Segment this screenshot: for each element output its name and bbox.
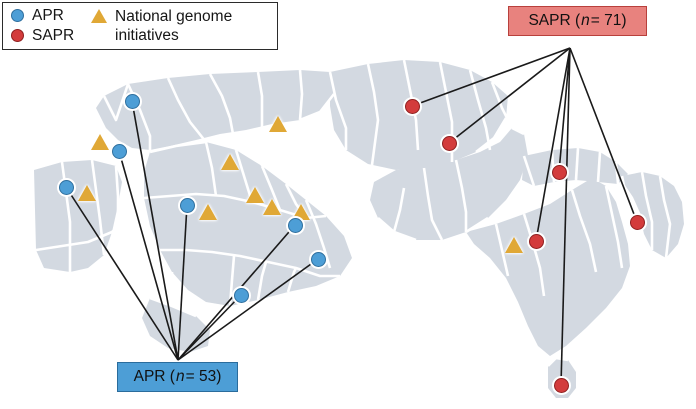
map-marker-genome-triangle [221,154,239,170]
nepal-bhutan-landmass [522,148,628,186]
legend-label-apr: APR [32,7,64,24]
map-marker-apr-circle [310,251,326,267]
map-marker-genome-triangle [263,199,281,215]
arabian-peninsula-landmass [144,142,352,306]
callout-sapr: SAPR (n = 71) [508,6,647,36]
map-marker-sapr-circle [551,164,567,180]
sapr-circle-icon [11,29,24,43]
levant-turkey-landmass [96,70,334,150]
map-marker-sapr-circle [441,135,457,151]
callout-sapr-italic-n: n [581,12,590,29]
legend-item-apr: APR [11,8,64,24]
map-marker-apr-circle [287,217,303,233]
leader-line-apr-4 [177,204,188,361]
map-marker-apr-circle [111,143,127,159]
country-borders-layer [35,59,672,367]
legend-label-sapr: SAPR [32,27,75,44]
triangle-icon [91,9,107,23]
callout-apr-prefix: APR ( [133,368,175,385]
map-marker-genome-triangle [292,204,310,220]
legend: APR SAPR National genome initiatives [2,2,278,50]
map-marker-sapr-circle [528,233,544,249]
map-marker-sapr-circle [553,377,569,393]
horn-of-africa-landmass [142,298,210,352]
map-marker-apr-circle [124,93,140,109]
legend-item-national-genome: National genome initiatives [91,7,232,45]
leader-line-apr-1 [131,100,179,361]
north-africa-landmass [34,160,122,272]
map-marker-genome-triangle [91,134,109,150]
leader-line-apr-2 [118,150,179,361]
legend-label-line1: National genome [115,8,233,25]
leader-line-sapr-1 [411,47,571,107]
leader-line-sapr-5 [535,47,571,242]
leader-lines-layer [65,47,638,386]
leader-line-sapr-3 [558,47,571,173]
leader-line-apr-7 [177,294,242,361]
india-landmass [466,178,630,356]
map-marker-genome-triangle [78,185,96,201]
apr-circle-icon [11,9,24,23]
callout-apr: APR (n = 53) [117,362,238,392]
map-marker-sapr-circle [629,214,645,230]
legend-label-line2: initiatives [115,27,179,44]
leader-line-sapr-6 [560,47,571,386]
callout-sapr-prefix: SAPR ( [528,12,581,29]
map-marker-genome-triangle [505,237,523,253]
callout-sapr-suffix: = 71) [590,12,627,29]
legend-label-national-genome: National genome initiatives [115,7,232,45]
map-marker-sapr-circle [404,98,420,114]
callout-apr-italic-n: n [175,368,185,385]
legend-item-sapr: SAPR [11,28,74,44]
map-marker-apr-circle [58,179,74,195]
leader-line-apr-6 [177,258,319,361]
map-marker-apr-circle [233,287,249,303]
leader-line-sapr-2 [448,47,571,144]
map-marker-genome-triangle [199,204,217,220]
afghanistan-pakistan-landmass [370,128,528,240]
callout-apr-suffix: = 53) [185,368,222,385]
leader-line-apr-3 [65,186,179,361]
map-marker-genome-triangle [246,187,264,203]
landmass-layer [34,60,684,398]
leader-line-sapr-4 [569,47,638,223]
map-marker-genome-triangle [269,116,287,132]
map-marker-apr-circle [179,197,195,213]
